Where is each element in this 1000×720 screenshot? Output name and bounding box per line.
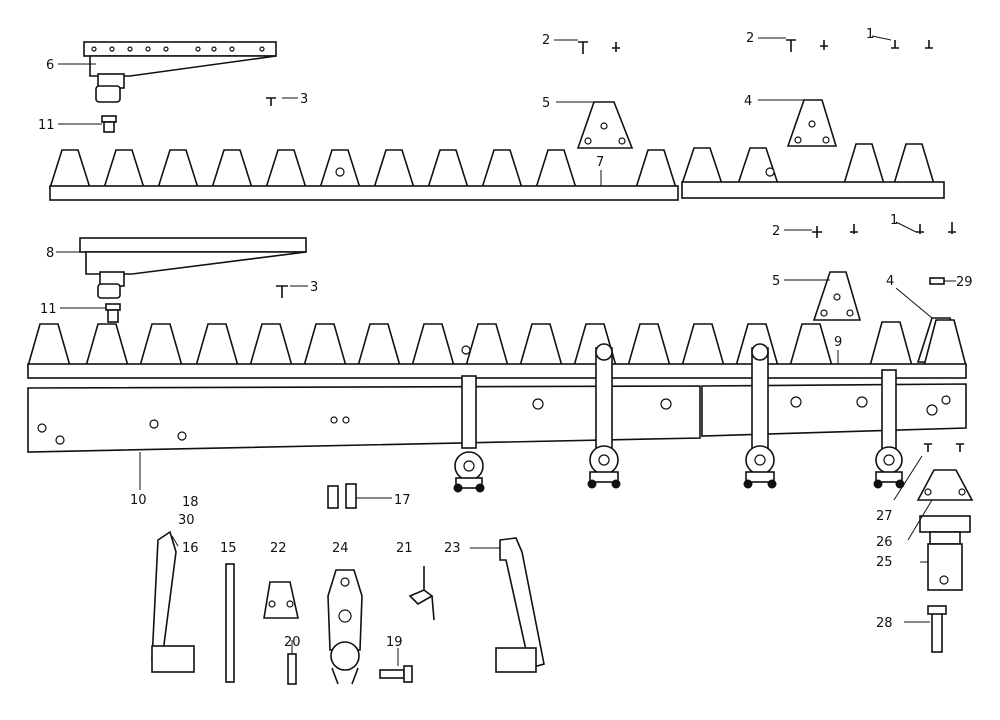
plate-part-22 <box>263 581 299 619</box>
bearing-housing-part-25-27 <box>916 443 974 591</box>
part-number-labels: 2 2 1 6 3 11 5 4 7 2 1 8 3 5 4 29 11 9 1… <box>38 27 973 650</box>
guard-bar-part-10 <box>27 383 967 453</box>
knife-bar-part-9 <box>26 319 968 379</box>
label-part-15: 15 <box>220 541 237 556</box>
bolt-part-11-lower <box>105 303 121 323</box>
label-part-9: 9 <box>834 335 842 350</box>
leader-lines <box>56 35 956 666</box>
guard-clip-3 <box>743 343 777 489</box>
label-part-2c: 2 <box>772 224 780 239</box>
bolt-part-28 <box>927 605 947 653</box>
link-part-24 <box>327 569 363 685</box>
bolt-part-20 <box>287 653 297 685</box>
label-part-11b: 11 <box>40 302 57 317</box>
label-part-29: 29 <box>956 275 973 290</box>
label-part-27: 27 <box>876 509 893 524</box>
label-part-8: 8 <box>46 246 54 261</box>
knife-guard-clips <box>453 343 905 493</box>
strip-part-15 <box>225 563 235 683</box>
label-part-5b: 5 <box>772 274 780 289</box>
label-part-11a: 11 <box>38 118 55 133</box>
label-part-25: 25 <box>876 555 893 570</box>
rivet-part-29 <box>929 277 945 285</box>
label-part-19: 19 <box>386 635 403 650</box>
label-part-4a: 4 <box>744 94 752 109</box>
label-part-20: 20 <box>284 635 301 650</box>
label-part-16: 16 <box>182 541 199 556</box>
knife-bar-part-7-right <box>680 143 945 199</box>
knife-back-plate-part-5-lower <box>812 271 862 321</box>
knife-back-plate-part-4-upper <box>786 99 838 147</box>
bolt-part-11-upper <box>101 115 117 133</box>
rivet-part-3-upper <box>266 97 276 106</box>
label-part-18: 18 <box>182 495 199 510</box>
label-part-22: 22 <box>270 541 287 556</box>
guard-clip-2 <box>587 343 621 489</box>
guard-clip-1 <box>453 375 485 493</box>
label-part-10: 10 <box>130 493 147 508</box>
knife-head-bracket-lower <box>79 237 307 299</box>
label-part-21: 21 <box>396 541 413 556</box>
label-part-3a: 3 <box>300 92 308 107</box>
label-part-2b: 2 <box>746 31 754 46</box>
label-part-23: 23 <box>444 541 461 556</box>
label-part-3b: 3 <box>310 280 318 295</box>
rivet-group-part-2-top <box>578 39 933 54</box>
label-part-1a: 1 <box>866 27 874 42</box>
label-part-1b: 1 <box>890 213 898 228</box>
arm-part-23 <box>495 537 545 673</box>
label-part-24: 24 <box>332 541 349 556</box>
label-part-7: 7 <box>596 155 604 170</box>
knife-bar-part-7-left <box>48 149 679 201</box>
arm-part-18 <box>151 530 195 673</box>
rivet-part-3-lower <box>276 285 288 298</box>
rivet-group-part-2-middle <box>812 222 956 238</box>
label-part-6: 6 <box>46 58 54 73</box>
label-part-28: 28 <box>876 616 893 631</box>
label-part-4b: 4 <box>886 274 894 289</box>
label-part-26: 26 <box>876 535 893 550</box>
knife-head-bracket-upper <box>83 41 277 103</box>
label-part-17: 17 <box>394 493 411 508</box>
bolts-part-17 <box>327 483 357 509</box>
label-part-5a: 5 <box>542 96 550 111</box>
label-part-2a: 2 <box>542 33 550 48</box>
label-part-30: 30 <box>178 513 195 528</box>
bracket-part-21 <box>408 566 435 621</box>
knife-back-plate-part-5-upper <box>576 101 634 149</box>
bolt-part-19 <box>379 665 413 683</box>
